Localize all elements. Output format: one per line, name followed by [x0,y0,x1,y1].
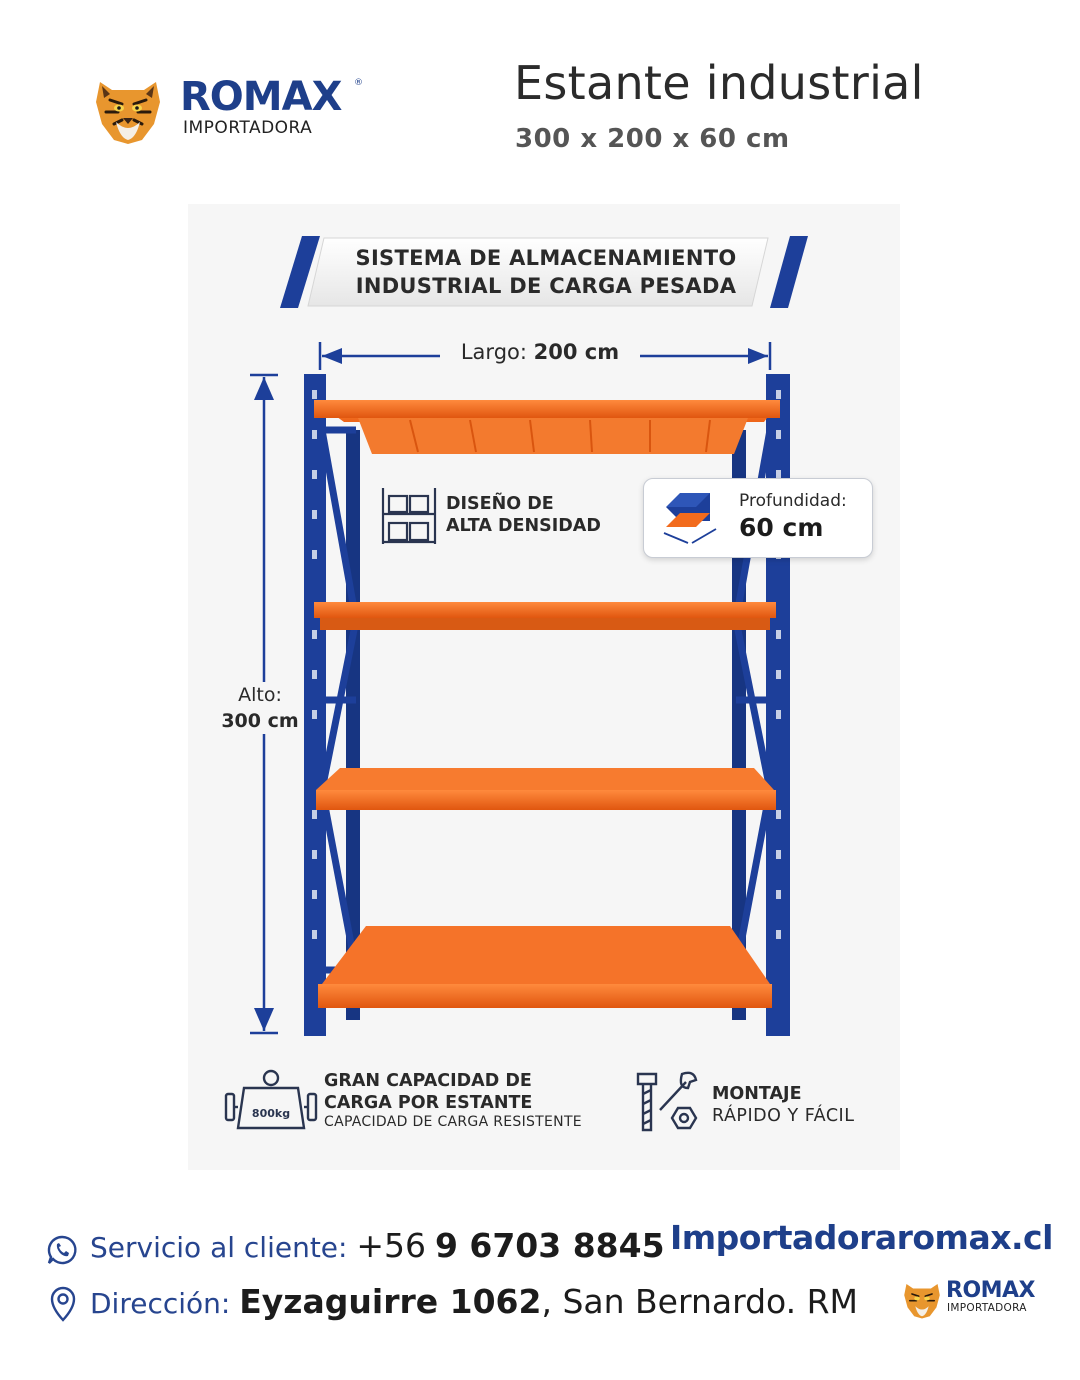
registered-mark: ® [354,78,363,88]
address-street: Eyzaguirre 1062 [239,1282,542,1321]
shelf-boxes-icon [381,488,437,544]
customer-service-line: Servicio al cliente: +56 9 6703 8845 [90,1226,665,1265]
footer-brand-name: ROMAX [946,1278,1036,1303]
cube-depth-icon [663,493,717,544]
product-title: Estante industrial [514,56,924,110]
service-label: Servicio al cliente: [90,1231,348,1264]
phone-number[interactable]: 9 6703 8845 [434,1226,665,1265]
tiger-head-icon [904,1284,940,1319]
whatsapp-icon [47,1235,77,1265]
feature-density: DISEÑO DE ALTA DENSIDAD [446,494,601,536]
banner-line-2: INDUSTRIAL DE CARGA PESADA [355,274,737,298]
tiger-head-icon [96,82,160,144]
phone-prefix[interactable]: +56 [356,1226,427,1265]
depth-value: 60 cm [739,513,824,542]
bolt-wrench-icon [636,1071,698,1132]
brand-logo: ROMAX ® IMPORTADORA [92,72,372,152]
weight-tag: 800kg [252,1107,290,1120]
address-label: Dirección: [90,1287,231,1320]
depth-label: Profundidad: [739,491,847,511]
feature-capacity: GRAN CAPACIDAD DE CARGA POR ESTANTE CAPA… [324,1071,582,1130]
depth-callout: Profundidad: 60 cm [643,478,873,558]
address-line: Dirección: Eyzaguirre 1062, San Bernardo… [90,1282,858,1321]
brand-subtitle: IMPORTADORA [183,118,313,138]
website-link[interactable]: Importadoraromax.cl [670,1218,1053,1257]
industrial-shelf-illustration [304,374,790,1036]
address-city: , San Bernardo. RM [541,1282,859,1321]
feature-assembly: MONTAJE RÁPIDO Y FÁCIL [712,1084,855,1126]
footer-brand-logo: ROMAX IMPORTADORA [902,1278,1052,1322]
location-pin-icon [50,1286,76,1322]
footer-brand-subtitle: IMPORTADORA [947,1302,1027,1314]
width-label: Largo: 200 cm [440,340,640,364]
banner-headline: SISTEMA DE ALMACENAMIENTO INDUSTRIAL DE … [318,244,774,300]
height-label: Alto: 300 cm [204,682,316,734]
weight-icon: 800kg [224,1069,318,1130]
product-dimensions: 300 x 200 x 60 cm [515,124,790,154]
banner-line-1: SISTEMA DE ALMACENAMIENTO [355,246,737,270]
banner-frame [280,236,808,308]
brand-name: ROMAX [180,74,342,120]
